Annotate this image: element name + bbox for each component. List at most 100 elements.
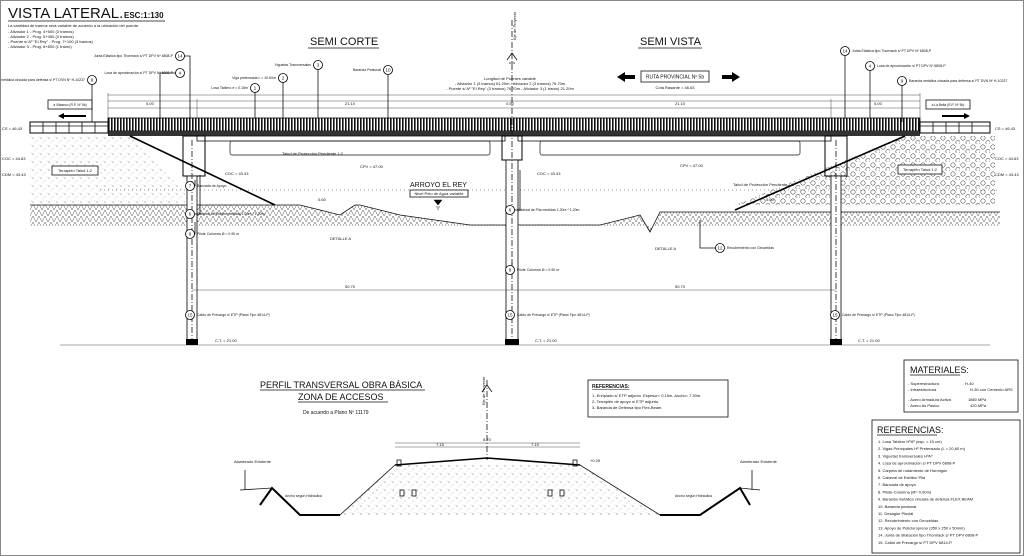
deck-dimensions: 5.00 21.10 0.50 21.10 5.00 (107, 93, 921, 118)
callout-number: 15 (832, 313, 838, 318)
materials-box: MATERIALES: - Superestructura H-40 - Inf… (903, 359, 1019, 413)
callout: 8 Pilote Columna Ø = 0.90 m (505, 260, 559, 275)
leader-line (282, 77, 287, 118)
reference-item: 8. Pilote-Columna (Ø= 0,90m) (878, 489, 932, 494)
references-box: REFERENCIAS: 1. Losa Tablero HºAº (esp. … (871, 419, 1021, 554)
section-axis: Eje de Proyecto (481, 376, 493, 460)
level-label: C.T. = 21.00 (535, 338, 557, 343)
references-title: REFERENCIAS: (877, 425, 944, 435)
reference-item: 1. Losa Tablero HºAº (esp. = 15 cm) (878, 439, 942, 444)
reference-item: 14. Junta de dilatación tipo Thormack s/… (878, 533, 978, 538)
stream-name: ARROYO EL REY (410, 182, 467, 189)
leader-line (387, 69, 392, 118)
callout-text: Losa de aproximación s/ PT DPV Nº 6808-P (104, 71, 173, 75)
level-label: CDM = 43.43 (2, 172, 26, 177)
dim-label: 5.60 (766, 197, 775, 202)
callout-number: 9 (901, 79, 904, 84)
callout-text: Losa Tablero e = 0.15m (211, 86, 248, 90)
callout-number: 2 (282, 76, 285, 81)
callout-circle (87, 75, 97, 85)
ditch-label: Ancho según Hidráulica (675, 494, 712, 498)
leader-line (514, 170, 521, 211)
callout-circle (185, 209, 195, 219)
leader-line (184, 55, 191, 118)
callout-number: 14 (842, 49, 848, 54)
note: - Puente s/ Aº "El Rey" (3 tramos) 76.70… (446, 86, 574, 91)
materials-title: MATERIALES: (910, 365, 969, 375)
dim-label: 5.00 (146, 101, 155, 106)
callout-number: 8 (509, 268, 512, 273)
callout-number: 15 (507, 313, 513, 318)
callout-text: Baranda metálica cincada para defensa s/… (0, 78, 85, 82)
dim-label: 50.70 (345, 284, 356, 289)
dim-label: 21.10 (675, 101, 686, 106)
material-label: - Superestructura (908, 381, 940, 386)
leader-line (91, 79, 96, 122)
talud-label: Talud de Protección Pendiente 1:2 (282, 151, 344, 156)
level-label: CPV = 47.00 (680, 163, 704, 168)
semi-vista-label: SEMI VISTA (640, 36, 702, 48)
callout-text: Viga pretensada L = 20.60m (232, 76, 276, 80)
leader-line (869, 65, 874, 118)
callout-text: Viguetas Transversales (275, 63, 312, 67)
length-note: Longitud de Puentes variable - Aliviador… (446, 76, 574, 91)
reference-item: 1- Enripiado s/ ETP adjunto. Espesor= 0.… (592, 393, 701, 398)
reference-item: 3- Baranda de Defensa tipo Flex-Beam. (592, 405, 662, 410)
reference-item: 7. Bancada de apoyo (878, 482, 917, 487)
dim-label: 7.15 (436, 442, 445, 447)
callout-circle (505, 205, 515, 215)
ground (30, 205, 1000, 232)
callout-text: Caldo de Precargo s/ ETP (Plano Tipo 481… (842, 313, 915, 317)
material-value: H-40 (965, 381, 974, 386)
reference-item: 2- Terraplén de apoyo s/ ETP adjunto. (592, 399, 659, 404)
section-subtitle: ZONA DE ACCESOS (298, 392, 384, 402)
callout-text: Caldo de Precargo s/ ETP (Plano Tipo 481… (197, 313, 270, 317)
callout-text: Cabezal de Estribo medidas 1.20m * 1.20m (197, 212, 265, 216)
callout-circle (505, 265, 515, 275)
note: - Aliviador 1 (3 tramos) 61.20m - Alivia… (455, 81, 566, 86)
note: - Aliviador 1 - Prog. 4+500 (3 tramos) (8, 29, 74, 34)
note: - Aliviador 3 - Prog. 8+800 (1 tramo) (8, 44, 72, 49)
callout-number: 12 (717, 246, 723, 251)
level-label: CDM = 43.43 (995, 172, 1019, 177)
section-reference: De acuerdo a Plano Nº 11179 (303, 410, 369, 416)
level-label: C.T. = 21.00 (858, 338, 880, 343)
callout-text: Recubrimiento con Geoceldas (727, 246, 774, 250)
arrow-left-icon (58, 113, 86, 119)
cross-section-profile: 7.15 7.15 8.70 (239, 437, 761, 516)
arrow-right-icon (942, 113, 970, 119)
level-label: COC = 44.63 (2, 156, 26, 161)
semi-corte-label: SEMI CORTE (310, 36, 378, 48)
reference-item: 6. Cabezal de Estribo/ Pila (878, 475, 926, 480)
callout-number: 8 (189, 232, 192, 237)
callout-circle (278, 73, 288, 83)
talud-label: Talud de Protección Pendiente 1:2 (733, 182, 795, 187)
note: - Aliviador 2 - Prog. 5+450 (3 tramos) (8, 34, 74, 39)
water-level-icon (433, 199, 443, 210)
reference-item: 15. Caldo de Precargo s/ PT DPV 6814-P. (878, 540, 952, 545)
fence-label: Alambrado Existente (234, 459, 272, 464)
detail-label: DETALLE A (655, 246, 676, 251)
callout-text: Pilote Columna Ø = 0.90 m (517, 268, 559, 272)
note: La cantidad de tramos será variable de a… (8, 23, 139, 28)
axis-symbol-icon (506, 52, 518, 64)
axis-label: Eje de Proyecto (481, 376, 486, 405)
ditch-label: Ancho según Hidráulica (285, 494, 322, 498)
slope-left (129, 135, 276, 206)
dim-label: 21.10 (345, 101, 356, 106)
callout-text: Baranda Peatonal (353, 68, 381, 72)
callout-number: 6 (189, 212, 192, 217)
direction-label: a Vilaseco (R.P. Nº 5b) (53, 103, 86, 107)
reference-item: 5. Carpeta de rodamiento de Hormigón (878, 468, 947, 473)
terraplen-box (51, 165, 99, 176)
callout-text: Pilote Columna Ø = 0.90 m (197, 232, 239, 236)
callout-circle (250, 83, 260, 93)
reference-item: 12. Recubrimiento con Geoceldas (878, 518, 938, 523)
